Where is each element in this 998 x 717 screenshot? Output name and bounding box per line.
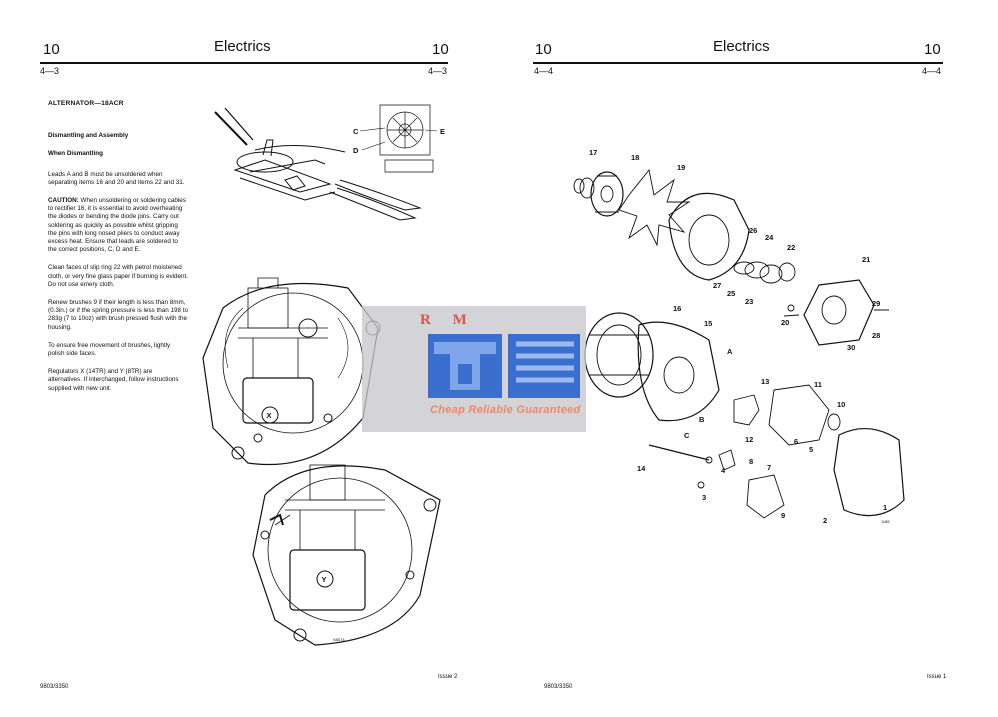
part-label: 11: [814, 380, 822, 389]
instruction-text: ALTERNATOR—18ACR Dismantling and Assembl…: [48, 100, 188, 403]
right-page: 10 Electrics 10 4—4 4—4: [499, 0, 998, 717]
part-label: 22: [787, 243, 795, 252]
part-label: 15: [704, 319, 712, 328]
figure-code: 1185: [881, 519, 890, 524]
footer-issue: Issue 2: [438, 674, 458, 680]
left-page: 10 Electrics 10 4—3 4—3 ALTERNATOR—18ACR…: [40, 38, 458, 690]
footer-code: 9803/3350: [40, 684, 69, 690]
footer-issue: Issue 1: [927, 674, 947, 680]
paragraph-leads: Leads A and B must be unsoldered when se…: [48, 170, 185, 186]
part-label: 10: [837, 400, 845, 409]
paragraph-slip-ring: Clean faces of slip ring 22 with petrol …: [48, 264, 189, 288]
section-number-right: 10: [924, 41, 941, 58]
watermark: R M Cheap Reliable Guaranteed: [362, 306, 586, 432]
part-label: 13: [761, 377, 769, 386]
label-c: C: [353, 127, 359, 136]
label-e: E: [440, 127, 445, 136]
exploded-alternator-diagram: 17 18 19 26 24 22 21 27 25 23 29 20 28 3…: [573, 148, 905, 525]
part-label: 27: [713, 281, 721, 290]
part-label: 17: [589, 148, 597, 157]
part-label: 18: [631, 153, 639, 162]
caution-text: When unsoldering or soldering cables to …: [48, 197, 186, 254]
part-label: 25: [727, 289, 735, 298]
page-code-right: 4—4: [922, 66, 942, 76]
section-number-right: 10: [432, 41, 449, 58]
watermark-logo-icon: [428, 334, 580, 398]
section-number-left: 10: [43, 41, 60, 58]
alternator-regulator-x-illustration: X: [202, 277, 381, 466]
part-label: 12: [745, 435, 753, 444]
footer-code: 9803/3350: [544, 684, 573, 690]
section-title: Electrics: [713, 38, 770, 55]
label-x: X: [267, 411, 272, 420]
part-label: 28: [872, 331, 880, 340]
paragraph-regulators: Regulators X (14TR) and Y (8TR) are alte…: [48, 368, 179, 392]
header-rule: [533, 62, 943, 64]
part-label: 8: [749, 457, 753, 466]
part-label: 5: [809, 445, 813, 454]
part-label: 29: [872, 299, 880, 308]
part-label: B: [699, 415, 705, 424]
part-label: 3: [702, 493, 706, 502]
section-title: Electrics: [214, 38, 271, 55]
part-label: C: [684, 431, 690, 440]
part-label: 2: [823, 516, 827, 525]
figure-code: S8074: [333, 637, 345, 642]
paragraph-polish: To ensure free movement of brushes, ligh…: [48, 341, 171, 358]
soldering-illustration: C D E: [214, 104, 445, 221]
section-number-left: 10: [535, 41, 552, 58]
part-label: 30: [847, 343, 855, 352]
part-label: 14: [637, 464, 646, 473]
part-label: 7: [767, 463, 771, 472]
part-label: 9: [781, 511, 785, 520]
part-label-group: 17 18 19 26 24 22 21 27 25 23 29 20 28 3…: [589, 148, 890, 525]
caution-label: CAUTION:: [48, 197, 79, 205]
part-label: 21: [862, 255, 870, 264]
alternator-regulator-y-illustration: Y S8074: [252, 464, 441, 646]
page-code-right: 4—3: [428, 66, 448, 76]
label-y: Y: [322, 575, 327, 584]
header-rule: [40, 62, 448, 64]
part-label: 19: [677, 163, 685, 172]
paragraph-brushes: Renew brushes 9 if their length is less …: [48, 299, 189, 331]
part-label: 24: [765, 233, 774, 242]
part-label: 16: [673, 304, 681, 313]
part-label: A: [727, 347, 733, 356]
watermark-tagline: Cheap Reliable Guaranteed: [430, 404, 581, 416]
paragraph-caution: CAUTION: When unsoldering or soldering c…: [48, 197, 188, 254]
part-label: 1: [883, 503, 887, 512]
label-d: D: [353, 146, 359, 155]
part-label: 26: [749, 226, 757, 235]
subheading: Dismantling and Assembly: [48, 132, 129, 140]
sub-subheading: When Dismantling: [48, 150, 103, 158]
page-code-left: 4—4: [534, 66, 554, 76]
part-label: 6: [794, 437, 798, 446]
part-label: 4: [721, 466, 726, 475]
part-label: 20: [781, 318, 789, 327]
heading: ALTERNATOR—18ACR: [48, 100, 124, 107]
part-label: 23: [745, 297, 753, 306]
watermark-brand: R M: [420, 312, 476, 328]
page-code-left: 4—3: [40, 66, 60, 76]
